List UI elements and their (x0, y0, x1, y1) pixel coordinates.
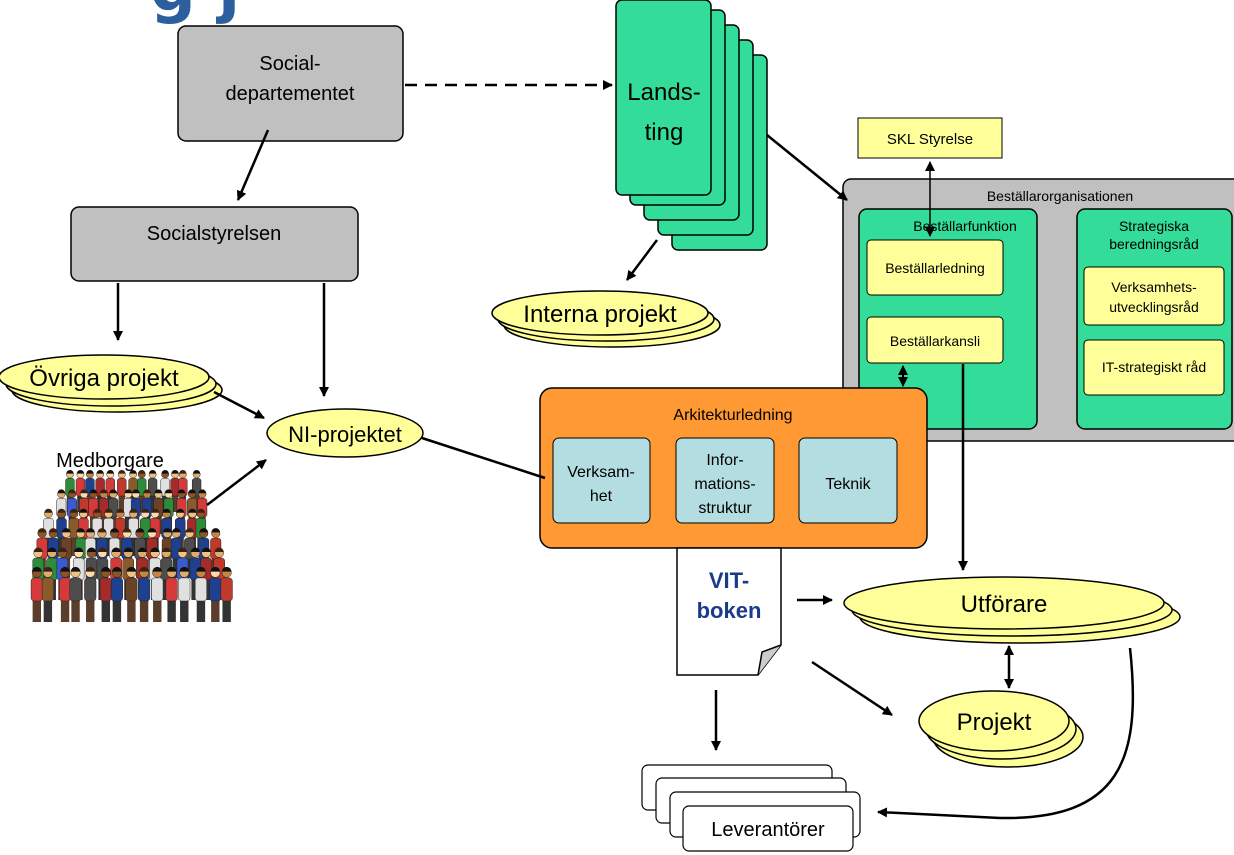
arkitekturledning-box: Arkitekturledning Verksam- het Infor- ma… (539, 387, 928, 549)
strategiska-label-1: Strategiska (1119, 218, 1189, 234)
crowd-person (41, 566, 54, 622)
ovriga-projekt-label: Övriga projekt (29, 365, 179, 392)
arkitekturledning-label: Arkitekturledning (673, 407, 792, 424)
skl-styrelse-label: SKL Styrelse (887, 131, 973, 148)
bestallarledning-label: Beställarledning (885, 260, 985, 276)
arrow-vit-to-projekt (811, 660, 893, 717)
ni-projektet-label: NI-projektet (288, 422, 402, 447)
crowd-illustration (30, 470, 233, 622)
vit-boken-label-1: VIT- (709, 568, 749, 593)
crowd-person (151, 566, 164, 622)
crowd-person (110, 566, 123, 622)
crowd-person (125, 566, 138, 622)
ni-projektet-node: NI-projektet (266, 408, 424, 458)
projekt-node: Projekt (918, 690, 1084, 768)
socialdepartementet-label-2: departementet (226, 83, 355, 105)
crowd-person (68, 508, 80, 556)
crowd-person (170, 528, 182, 578)
crowd-person (194, 566, 207, 622)
crowd-person (69, 566, 82, 622)
informationsstruktur-label-1: Infor- (706, 452, 743, 469)
bestallarorganisationen-label: Beställarorganisationen (987, 188, 1133, 204)
crowd-person (178, 566, 191, 622)
crowd-person (138, 566, 151, 622)
crowd-person (165, 566, 178, 622)
arrow-medborgare-to-ni (206, 459, 267, 506)
crowd-person (84, 566, 97, 622)
leverantorer-stack: Leverantörer (641, 764, 861, 852)
informationsstruktur-label-2: mations- (694, 476, 755, 493)
crowd-person (220, 566, 233, 622)
strategiska-label-2: beredningsråd (1109, 236, 1199, 252)
leverantorer-label: Leverantörer (711, 819, 825, 841)
landsting-label-2: ting (645, 119, 684, 146)
ovriga-projekt-node: Övriga projekt (0, 354, 223, 413)
arrow-ovriga-to-ni (213, 390, 265, 420)
verksamhetsutvecklingsrad-label-1: Verksamhets- (1111, 279, 1197, 295)
teknik-label: Teknik (825, 476, 871, 493)
arrow-socialdep-to-socialstyrelsen (236, 129, 270, 201)
arrow-landsting-to-interna (626, 239, 658, 281)
vit-boken-label-2: boken (697, 598, 762, 623)
arrow-landsting-to-bestallarorg (766, 134, 848, 201)
verksamhet-label-1: Verksam- (567, 464, 635, 481)
crowd-person (209, 566, 222, 622)
connectors (113, 80, 1135, 820)
bestallarkansli-label: Beställarkansli (890, 333, 980, 349)
crowd-person (99, 566, 112, 622)
strategiska-beredningsrad-box: Strategiska beredningsråd Verksamhets- u… (1076, 208, 1233, 430)
projekt-label: Projekt (957, 709, 1032, 736)
utforare-label: Utförare (961, 591, 1048, 618)
utforare-node: Utförare (843, 576, 1181, 644)
bestallarfunktion-label: Beställarfunktion (913, 218, 1017, 234)
socialdepartementet-label-1: Social- (259, 53, 320, 75)
arrow-utforare-to-leverantorer (877, 647, 1135, 820)
landsting-label-1: Lands- (627, 79, 700, 106)
crowd-person (117, 470, 127, 512)
informationsstruktur-label-3: struktur (698, 500, 752, 517)
interna-projekt-label: Interna projekt (523, 301, 677, 328)
skl-styrelse-node: SKL Styrelse (857, 117, 1003, 159)
it-strategiskt-rad-label: IT-strategiskt råd (1102, 359, 1206, 375)
line-ni-to-arkitektur (421, 436, 546, 480)
crowd-person (30, 566, 43, 622)
medborgare-label: Medborgare (56, 450, 164, 472)
landsting-stack: Lands- ting (615, 0, 768, 251)
title-fragment: g j (150, 0, 240, 26)
socialdepartementet-node: Social- departementet (177, 25, 404, 142)
interna-projekt-node: Interna projekt (491, 290, 721, 348)
crowd-person (59, 566, 72, 622)
vit-boken-document: VIT- boken (676, 547, 782, 676)
verksamhetsutvecklingsrad-label-2: utvecklingsråd (1109, 299, 1199, 315)
socialstyrelsen-label: Socialstyrelsen (147, 223, 282, 245)
crowd-person (170, 470, 180, 512)
socialstyrelsen-node: Socialstyrelsen (70, 206, 359, 282)
verksamhet-label-2: het (590, 488, 613, 505)
